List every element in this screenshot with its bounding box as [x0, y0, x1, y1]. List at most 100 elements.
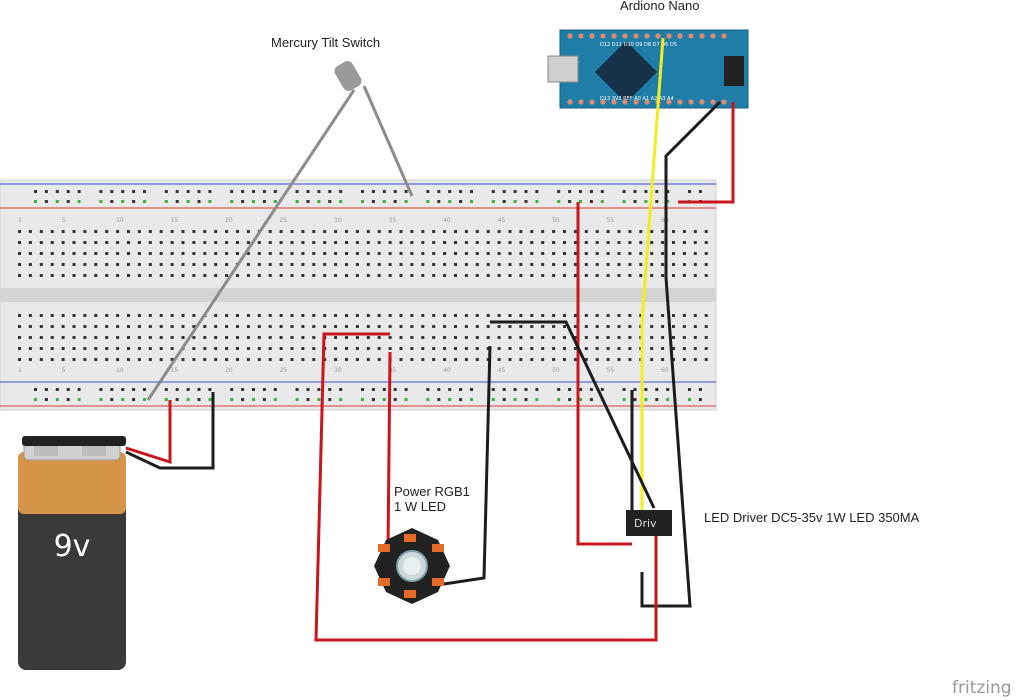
rail-hole [175, 388, 179, 391]
rail-hole [644, 388, 648, 391]
terminal-hole [225, 336, 229, 339]
terminal-hole [650, 241, 654, 244]
nano-pin [666, 99, 672, 105]
nano-pin [699, 99, 705, 105]
terminal-hole [584, 230, 588, 233]
rail-hole [55, 388, 59, 391]
rail-hole [328, 200, 332, 203]
terminal-hole [94, 336, 98, 339]
terminal-hole [388, 274, 392, 277]
terminal-hole [18, 252, 21, 255]
terminal-hole [148, 252, 152, 255]
terminal-hole [28, 347, 32, 350]
terminal-hole [541, 336, 545, 339]
terminal-hole [454, 358, 457, 361]
rail-hole [317, 388, 321, 391]
rail-hole [241, 398, 245, 401]
terminal-hole [410, 230, 414, 233]
terminal-hole [421, 358, 425, 361]
terminal-hole [137, 358, 141, 361]
rail-hole [99, 190, 103, 193]
terminal-hole [301, 230, 305, 233]
terminal-hole [170, 274, 174, 277]
terminal-hole [18, 274, 21, 277]
terminal-hole [377, 230, 381, 233]
rail-hole [339, 190, 343, 193]
terminal-hole [388, 336, 392, 339]
terminal-hole [334, 252, 338, 255]
terminal-hole [595, 314, 599, 317]
rail-hole [491, 190, 495, 193]
terminal-hole [606, 274, 610, 277]
terminal-hole [159, 230, 163, 233]
terminal-hole [50, 263, 54, 266]
nano-pin [688, 33, 694, 39]
terminal-hole [290, 347, 294, 350]
rail-hole [470, 200, 473, 203]
nano-pin [611, 33, 617, 39]
terminal-hole [50, 347, 54, 350]
terminal-hole [203, 325, 207, 328]
terminal-hole [432, 347, 436, 350]
terminal-hole [159, 274, 163, 277]
terminal-hole [301, 336, 305, 339]
terminal-hole [203, 274, 207, 277]
terminal-hole [399, 252, 403, 255]
terminal-hole [137, 252, 141, 255]
terminal-hole [345, 325, 348, 328]
terminal-hole [672, 358, 675, 361]
rail-hole [44, 200, 48, 203]
terminal-hole [345, 314, 348, 317]
terminal-hole [639, 263, 643, 266]
terminal-hole [18, 314, 21, 317]
terminal-hole [552, 347, 556, 350]
terminal-hole [116, 241, 120, 244]
rail-hole [644, 190, 648, 193]
terminal-hole [83, 263, 87, 266]
rail-hole [600, 388, 604, 391]
terminal-hole [682, 336, 686, 339]
terminal-hole [323, 241, 327, 244]
terminal-hole [225, 314, 229, 317]
terminal-hole [50, 358, 54, 361]
terminal-hole [127, 263, 130, 266]
terminal-hole [334, 358, 338, 361]
terminal-hole [116, 230, 120, 233]
terminal-hole [388, 241, 392, 244]
terminal-hole [650, 263, 654, 266]
rail-hole [273, 190, 277, 193]
terminal-hole [137, 274, 141, 277]
terminal-hole [399, 241, 403, 244]
terminal-hole [279, 314, 283, 317]
rail-hole [393, 200, 397, 203]
rail-hole [143, 398, 146, 401]
terminal-hole [464, 252, 468, 255]
terminal-hole [279, 263, 283, 266]
terminal-hole [366, 241, 370, 244]
terminal-hole [432, 274, 436, 277]
terminal-hole [214, 336, 218, 339]
rail-hole [666, 200, 670, 203]
terminal-hole [181, 263, 185, 266]
rail-hole [262, 398, 266, 401]
rail-hole [426, 388, 430, 391]
terminal-hole [475, 314, 479, 317]
terminal-hole [181, 274, 185, 277]
terminal-hole [693, 241, 697, 244]
terminal-hole [497, 274, 501, 277]
terminal-hole [563, 314, 566, 317]
terminal-hole [563, 241, 566, 244]
terminal-hole [606, 252, 610, 255]
rail-hole [491, 200, 495, 203]
rail-hole [589, 398, 593, 401]
terminal-hole [192, 358, 196, 361]
terminal-hole [94, 241, 98, 244]
terminal-hole [72, 358, 76, 361]
terminal-hole [334, 241, 338, 244]
terminal-hole [192, 347, 196, 350]
terminal-hole [312, 336, 316, 339]
terminal-hole [127, 358, 130, 361]
rail-hole [557, 398, 561, 401]
terminal-hole [682, 241, 686, 244]
terminal-hole [61, 252, 65, 255]
